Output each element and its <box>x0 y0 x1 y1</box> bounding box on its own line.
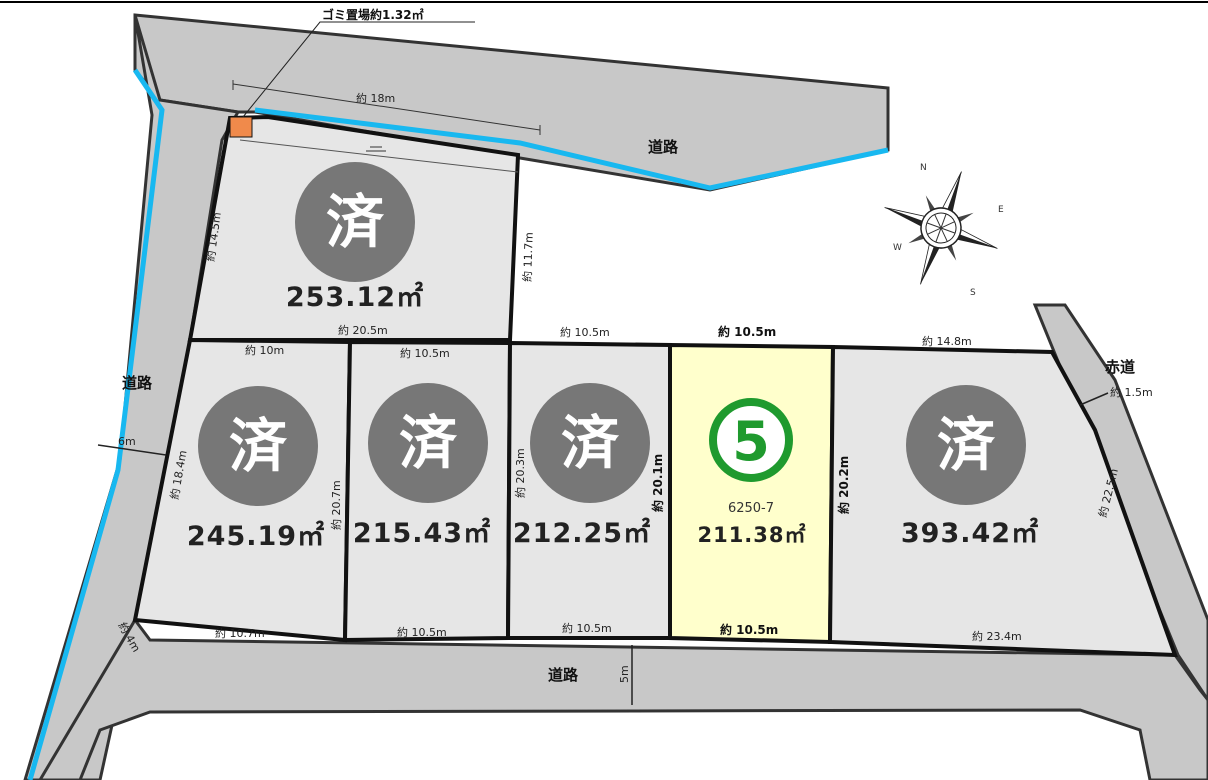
lot-5-number: 5 <box>732 410 770 473</box>
lot-5-number-badge <box>709 398 793 482</box>
lot-5-dim-top: 約 10.5m <box>718 324 776 339</box>
lot-2-dim-right: 約 20.7m <box>329 480 343 530</box>
red-road-label: 赤道 <box>1105 358 1135 376</box>
lot-3-sold-circle <box>368 383 488 503</box>
lot-5-area: 211.38㎡ <box>697 523 806 547</box>
road-top-label: 道路 <box>648 138 679 156</box>
lot-6-sold-circle <box>906 385 1026 505</box>
lot-2-dim-bottom: 約 10.7m <box>215 626 265 640</box>
lot-6-sold-mark: 済 <box>937 411 996 479</box>
left-road-width: 6m <box>118 435 136 448</box>
lot-6-dim-bottom: 約 23.4m <box>972 629 1022 643</box>
lot-3-dim-top: 約 10.5m <box>400 346 450 360</box>
red-road-width: 約 1.5m <box>1110 385 1153 399</box>
garbage-station <box>229 116 253 138</box>
lot-1-sold-mark: 済 <box>326 188 385 256</box>
bottom-road-width: 5m <box>618 665 631 683</box>
lot-1-dim-right: 約 11.7m <box>520 232 536 282</box>
lot-6-dim-top: 約 14.8m <box>922 334 972 348</box>
lot-2-dim-top: 約 10m <box>245 343 284 357</box>
lot-3-dim-right: 約 20.3m <box>513 448 527 498</box>
lot-1-dim-top: 約 18m <box>356 91 395 105</box>
lot-1-area: 253.12㎡ <box>286 281 424 313</box>
waterway-left <box>27 68 165 780</box>
lot-2-sold-circle <box>198 386 318 506</box>
lot-5-dim-bottom: 約 10.5m <box>720 622 778 637</box>
compass-w: W <box>893 243 902 253</box>
lot-3-sold-mark: 済 <box>399 409 458 477</box>
lot-1-sold-circle <box>295 162 415 282</box>
lot-3-dim-bottom: 約 10.5m <box>397 625 447 639</box>
lot-2-area: 245.19㎡ <box>187 520 325 552</box>
lot-4-sold-mark: 済 <box>561 409 620 477</box>
compass-e: E <box>998 205 1004 215</box>
lot-6-area: 393.42㎡ <box>901 517 1039 549</box>
road-bottom <box>38 617 1208 780</box>
garbage-label: ゴミ置場約1.32㎡ <box>322 7 424 22</box>
lot-5-lot-no: 6250-7 <box>728 501 774 516</box>
lot-5-shape[interactable] <box>668 342 836 645</box>
road-left-label: 道路 <box>122 374 153 392</box>
lot-3-area: 215.43㎡ <box>353 517 491 549</box>
lot-4-area: 212.25㎡ <box>513 517 651 549</box>
road-bottom-label: 道路 <box>548 666 579 684</box>
compass-s: S <box>970 288 976 298</box>
lot-1-dim-left: 約 14.5m <box>203 211 224 262</box>
lot-1-dim-bottom: 約 20.5m <box>338 323 388 337</box>
compass-n: N <box>920 163 927 173</box>
waterway-top <box>254 107 889 191</box>
lot-4-dim-right: 約 20.1m <box>650 454 665 512</box>
lot-4-sold-circle <box>530 383 650 503</box>
lot-2-sold-mark: 済 <box>229 412 288 480</box>
compass-rose-icon <box>884 171 998 285</box>
lot-4-dim-bottom: 約 10.5m <box>562 621 612 635</box>
lot-5-dim-right: 約 20.2m <box>836 456 851 514</box>
lot-4-dim-top: 約 10.5m <box>560 325 610 339</box>
